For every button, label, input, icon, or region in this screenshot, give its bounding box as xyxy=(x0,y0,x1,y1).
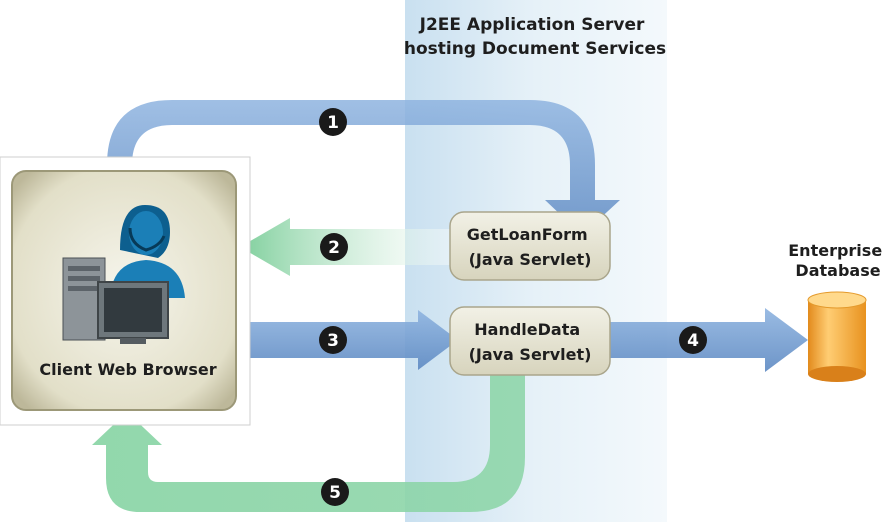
get-loan-form-servlet: GetLoanForm (Java Servlet) xyxy=(449,211,611,281)
step-badge-5: 5 xyxy=(321,478,349,506)
database-label-line-1: Enterprise xyxy=(788,241,882,260)
arrow-5-confirmation xyxy=(92,372,525,512)
step-number-1: 1 xyxy=(327,113,339,133)
enterprise-database: Enterprise Database xyxy=(788,241,883,382)
handle-data-servlet: HandleData (Java Servlet) xyxy=(449,306,611,376)
step-number-4: 4 xyxy=(687,331,699,351)
handle-data-title: HandleData xyxy=(474,320,580,339)
arrow-3-submit-data xyxy=(238,310,458,370)
svg-text:GetLoanForm (Java Servle: GetLoanForm (Java Servlet) xyxy=(467,225,593,269)
server-label-line-2: hosting Document Services xyxy=(404,39,666,59)
step-badge-4: 4 xyxy=(679,326,707,354)
step-badge-3: 3 xyxy=(319,326,347,354)
svg-text:HandleData (Java Servlet: HandleData (Java Servlet) xyxy=(469,320,592,364)
step-number-3: 3 xyxy=(327,331,339,351)
server-label: J2EE Application Server hosting Document… xyxy=(404,15,666,59)
server-label-line-1: J2EE Application Server xyxy=(419,15,645,35)
step-number-5: 5 xyxy=(329,483,341,503)
client-label: Client Web Browser xyxy=(39,360,216,379)
get-loan-form-title: GetLoanForm xyxy=(467,225,588,244)
step-number-2: 2 xyxy=(328,238,340,258)
handle-data-subtitle: (Java Servlet) xyxy=(469,345,592,364)
step-badge-2: 2 xyxy=(320,233,348,261)
svg-text:Enterprise Database: Enterprise Database xyxy=(788,241,883,280)
database-cylinder-icon xyxy=(807,291,867,382)
arrow-4-store-data xyxy=(610,308,808,372)
database-label-line-2: Database xyxy=(795,261,880,280)
monitor-icon xyxy=(97,281,169,344)
client-web-browser: Client Web Browser xyxy=(0,156,251,426)
get-loan-form-subtitle: (Java Servlet) xyxy=(469,250,592,269)
step-badge-1: 1 xyxy=(319,108,347,136)
